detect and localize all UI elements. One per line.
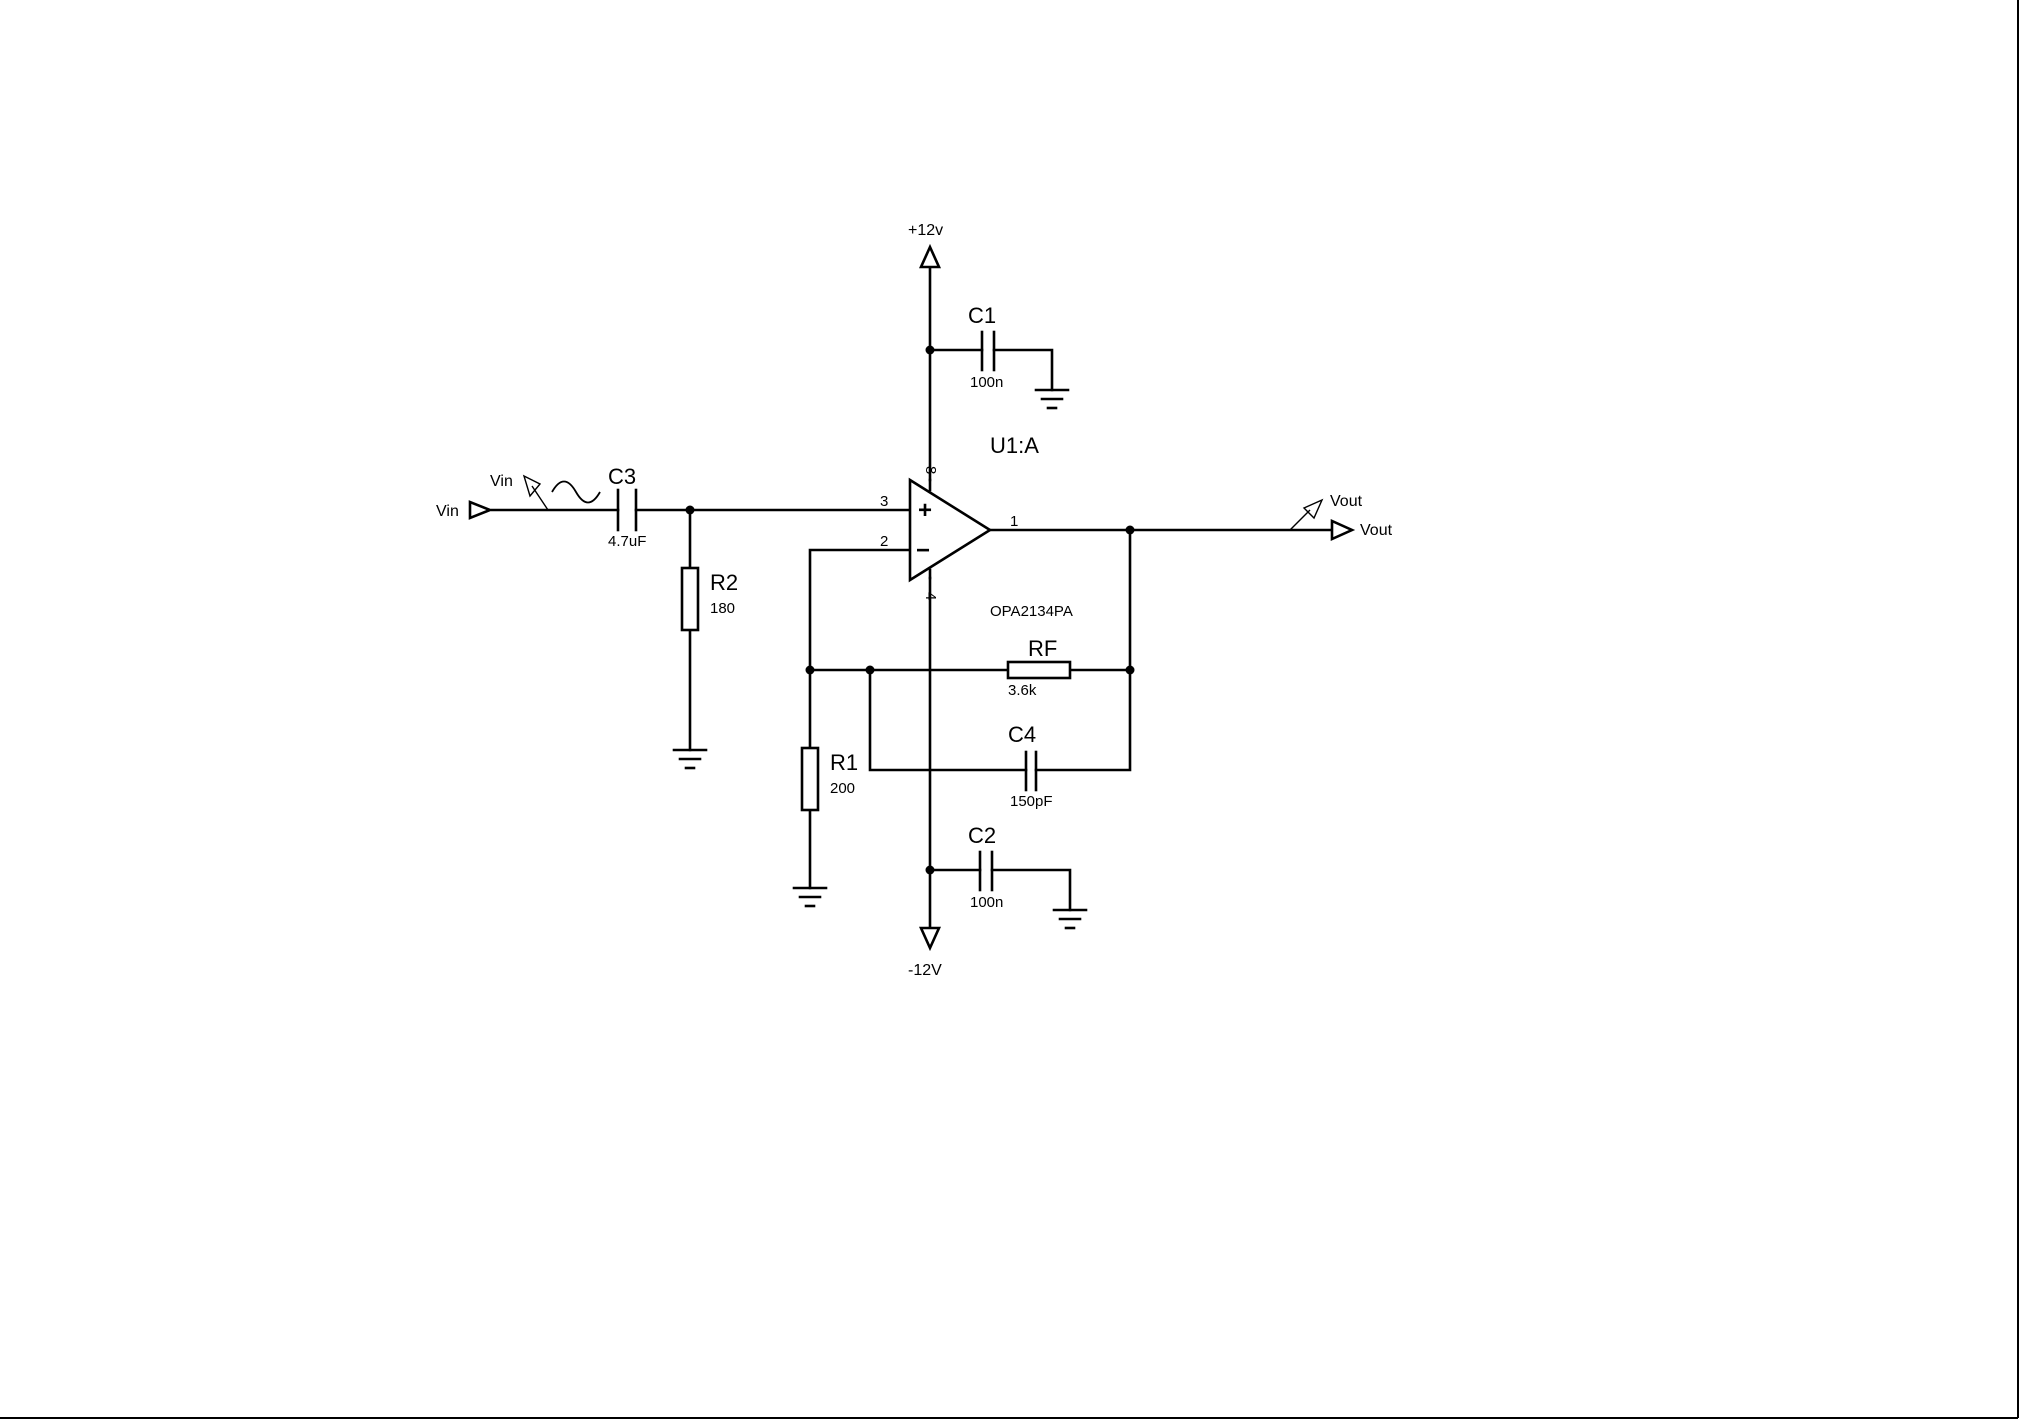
- probe-icon: [1289, 509, 1311, 531]
- probe-icon: [1302, 498, 1324, 520]
- vin-port-label: Vin: [436, 503, 459, 520]
- wires: [490, 260, 1334, 930]
- wire-c4-left: [868, 668, 1028, 772]
- capacitor-c4: C4 150pF: [1008, 722, 1053, 810]
- sine-wave-icon: [551, 480, 601, 504]
- wire-inv-input: [808, 548, 912, 672]
- c4-refdes: C4: [1008, 722, 1036, 747]
- probe-icon: [522, 474, 542, 498]
- vout-probe-label: Vout: [1330, 493, 1363, 510]
- input-source: Vin: [490, 473, 601, 511]
- opamp-minus-sign: −: [916, 537, 930, 564]
- resistor-rf: RF 3.6k: [1006, 636, 1072, 699]
- ground-c2: [1052, 908, 1088, 930]
- output-probe: Vout: [1289, 493, 1363, 531]
- r2-refdes: R2: [710, 570, 738, 595]
- capacitor-c2: C2 100n: [968, 823, 1003, 911]
- input-port: Vin: [436, 500, 494, 520]
- junction-dot: [865, 665, 875, 675]
- pin-label-vneg: 4: [922, 592, 939, 600]
- rf-refdes: RF: [1028, 636, 1057, 661]
- vpos-label: +12v: [908, 222, 943, 239]
- junction-dot: [925, 865, 935, 875]
- opamp-triangle: [908, 477, 993, 583]
- vneg-label: -12V: [908, 962, 942, 979]
- pin-label-inv: 2: [880, 533, 888, 550]
- opamp-u1a: + − 3 2 1 8 4 U1:A OPA2134PA: [880, 433, 1073, 620]
- c1-refdes: C1: [968, 303, 996, 328]
- down-arrow-icon: [918, 926, 942, 952]
- vout-port-label: Vout: [1360, 522, 1393, 539]
- ground-r2: [672, 748, 708, 770]
- resistor-body: [680, 566, 700, 632]
- wire-c4-right: [1034, 526, 1132, 772]
- junction-dot: [925, 345, 935, 355]
- c3-value: 4.7uF: [608, 533, 646, 550]
- c2-refdes: C2: [968, 823, 996, 848]
- rf-value: 3.6k: [1008, 682, 1037, 699]
- output-port: Vout: [1330, 518, 1393, 542]
- r1-value: 200: [830, 780, 855, 797]
- port-arrow-icon: [468, 500, 494, 520]
- junction-dot: [685, 505, 695, 515]
- pin-label-noninv: 3: [880, 493, 888, 510]
- ground-c1: [1034, 388, 1070, 410]
- pin-label-out: 1: [1010, 513, 1018, 530]
- wire-c2-right: [990, 868, 1072, 912]
- c4-value: 150pF: [1010, 793, 1053, 810]
- port-arrow-icon: [1330, 518, 1356, 542]
- wire-c1-right: [992, 348, 1054, 392]
- ground-r1: [792, 886, 828, 908]
- c1-value: 100n: [970, 374, 1003, 391]
- r1-refdes: R1: [830, 750, 858, 775]
- c3-refdes: C3: [608, 464, 636, 489]
- resistor-r2: R2 180: [680, 566, 738, 632]
- resistor-r1: R1 200: [800, 746, 858, 812]
- junction-dot: [1125, 525, 1135, 535]
- power-terminal-vpos: +12v: [908, 222, 943, 269]
- capacitor-c1: C1 100n: [968, 303, 1003, 391]
- probe-icon: [531, 485, 549, 511]
- vin-source-label: Vin: [490, 473, 513, 490]
- opamp-plus-sign: +: [918, 497, 932, 524]
- junction-dot: [1125, 665, 1135, 675]
- capacitor-c3: C3 4.7uF: [608, 464, 646, 550]
- junctions: [685, 345, 1135, 875]
- opamp-part-number: OPA2134PA: [990, 603, 1073, 620]
- resistor-body: [1006, 660, 1072, 680]
- pin-label-vpos: 8: [922, 466, 939, 474]
- junction-dot: [805, 665, 815, 675]
- power-terminal-vneg: -12V: [908, 926, 942, 979]
- opamp-refdes: U1:A: [990, 433, 1039, 458]
- r2-value: 180: [710, 600, 735, 617]
- up-arrow-icon: [918, 243, 942, 269]
- resistor-body: [800, 746, 820, 812]
- c2-value: 100n: [970, 894, 1003, 911]
